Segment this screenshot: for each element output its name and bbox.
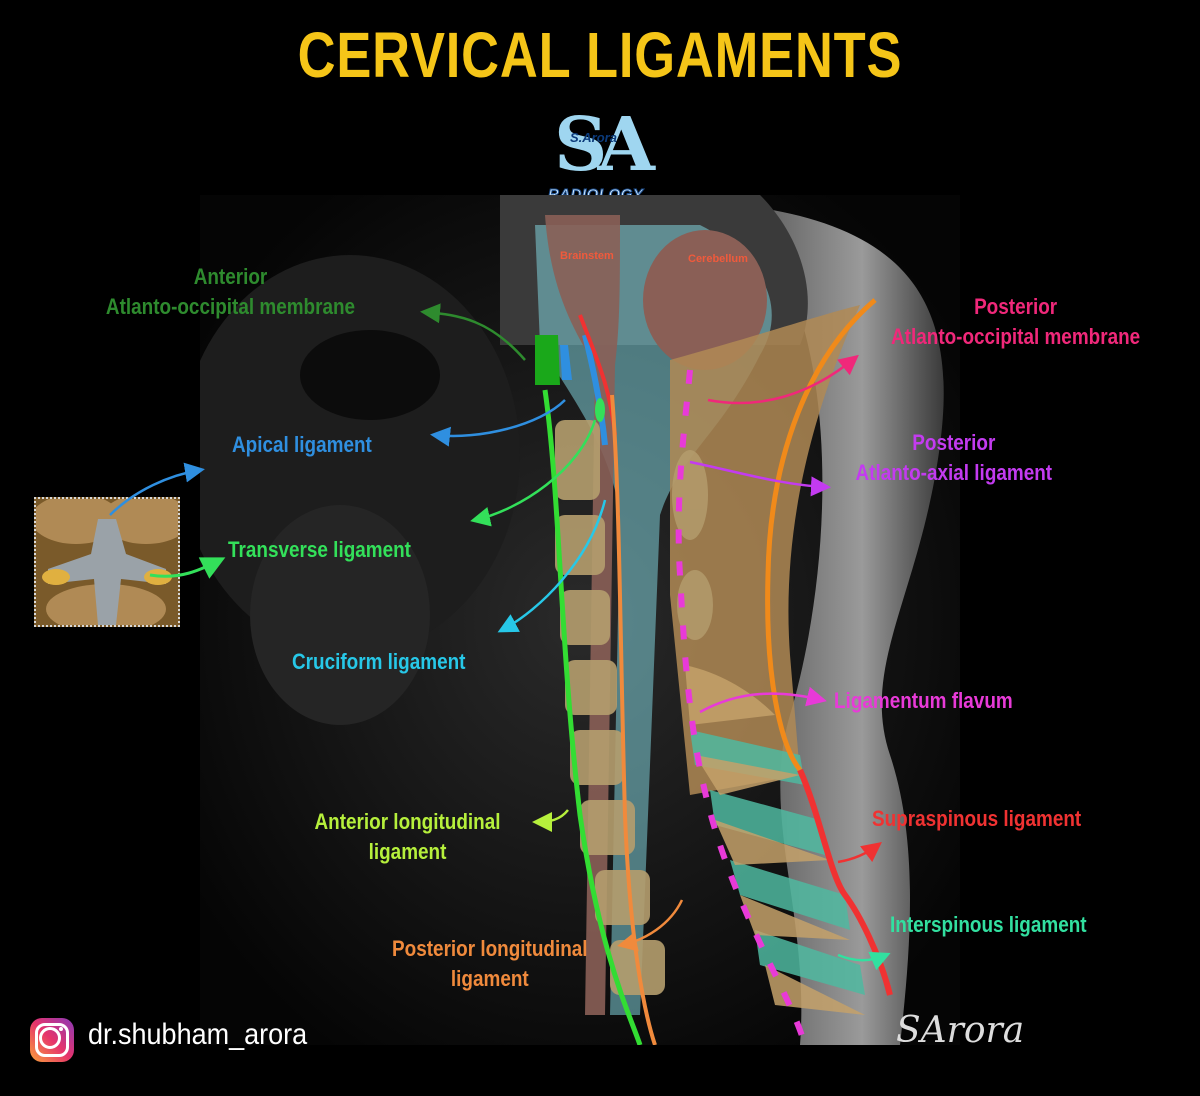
mri-sagittal-scan — [200, 195, 960, 1045]
label-transverse-ligament: Transverse ligament — [228, 537, 411, 562]
label-anterior-aom-line1: Anterior — [193, 264, 268, 289]
arrow-anterior-aom — [420, 303, 526, 361]
label-posterior-aom-line2: Atlanto-occipital membrane — [891, 324, 1141, 349]
instagram-icon — [30, 1018, 74, 1062]
cruciform-inset-illustration — [34, 497, 180, 627]
label-interspinous-ligament: Interspinous ligament — [890, 912, 1087, 937]
label-all-line2: ligament — [368, 839, 447, 864]
instagram-icon-frame — [35, 1023, 69, 1057]
arrow-inset-apical — [109, 462, 205, 516]
label-posterior-longitudinal-ligament: Posterior longitudinal ligament — [378, 934, 602, 994]
label-posterior-atlanto-occipital-membrane: Posterior Atlanto-occipital membrane — [878, 292, 1153, 352]
label-posterior-atlanto-axial-ligament: Posterior Atlanto-axial ligament — [842, 428, 1066, 488]
arrow-all — [532, 809, 569, 832]
label-pll-line1: Posterior longitudinal — [392, 936, 588, 961]
logo-subtitle: S.Arora — [570, 130, 617, 145]
brainstem-label: Brainstem — [560, 250, 614, 262]
page-title: CERVICAL LIGAMENTS — [297, 19, 903, 91]
arrow-transverse — [470, 419, 597, 527]
label-posterior-aa-line1: Posterior — [912, 430, 996, 455]
instagram-icon-dot — [59, 1027, 63, 1031]
arrow-posterior-aa — [689, 460, 831, 497]
sa-radiology-logo: SA S.Arora RADIOLOGY — [547, 102, 668, 208]
arrow-cruciform — [497, 499, 607, 633]
arrow-interspinous — [837, 951, 891, 971]
label-anterior-aom-line2: Atlanto-occipital membrane — [105, 294, 356, 319]
label-cruciform-ligament: Cruciform ligament — [292, 649, 466, 674]
label-supraspinous-ligament: Supraspinous ligament — [872, 806, 1082, 831]
arrow-supraspinous — [837, 841, 882, 864]
label-pll-line2: ligament — [450, 966, 529, 991]
instagram-icon-lens — [39, 1027, 61, 1049]
label-ligamentum-flavum: Ligamentum flavum — [834, 688, 1013, 713]
arrow-inset-transverse — [149, 557, 226, 579]
inset-drawing — [36, 499, 178, 625]
label-apical-ligament: Apical ligament — [232, 432, 372, 457]
label-anterior-longitudinal-ligament: Anterior longitudinal ligament — [300, 807, 515, 867]
arrow-pll — [617, 899, 684, 952]
arrow-flavum — [699, 686, 827, 714]
label-posterior-aa-line2: Atlanto-axial ligament — [855, 460, 1053, 485]
arrow-posterior-aom — [707, 354, 859, 405]
label-posterior-aom-line1: Posterior — [974, 294, 1058, 319]
arrow-apical — [430, 399, 566, 447]
label-anterior-atlanto-occipital-membrane: Anterior Atlanto-occipital membrane — [80, 262, 381, 322]
cerebellum-label: Cerebellum — [688, 253, 748, 265]
instagram-handle: dr.shubham_arora — [88, 1018, 308, 1051]
label-all-line1: Anterior longitudinal — [314, 809, 501, 834]
logo-mark: SA — [554, 102, 655, 188]
author-signature: SArora — [896, 1010, 1025, 1051]
